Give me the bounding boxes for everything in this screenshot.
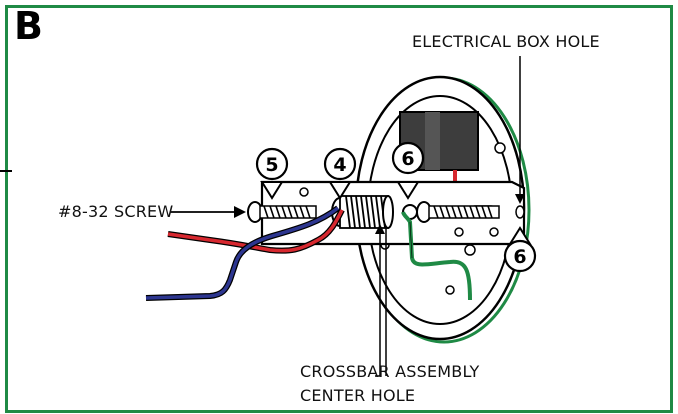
screw-right <box>416 201 500 223</box>
callout-4-pointer <box>328 181 352 200</box>
callout-6a-pointer <box>396 181 420 200</box>
screw-label: #8-32 SCREW <box>58 202 174 221</box>
crossbar-hole-right <box>454 227 464 237</box>
box-interior-dark-2 <box>425 112 440 170</box>
threaded-nipple <box>331 195 394 229</box>
center-hole-leader <box>375 228 381 377</box>
callout-6a-circle <box>391 141 425 175</box>
callout-5-pointer <box>260 181 284 200</box>
box-hole-arrow <box>515 194 525 204</box>
screw-left <box>247 201 317 223</box>
callout-4-circle <box>323 147 357 181</box>
box-hole-top <box>494 142 506 154</box>
box-hole-lower <box>445 285 455 295</box>
crossbar-hole-left <box>299 187 309 197</box>
callout-4-number: 4 <box>333 154 346 176</box>
electrical-box-hole-label: ELECTRICAL BOX HOLE <box>412 32 600 51</box>
callout-5-number: 5 <box>265 154 278 176</box>
electrical-box-hole <box>515 205 525 219</box>
callout-6b-circle <box>503 239 537 273</box>
callout-6b-number: 6 <box>513 246 526 268</box>
panel-frame <box>5 5 673 413</box>
crossbar-label-line2: CENTER HOLE <box>300 386 416 405</box>
panel-letter: B <box>14 4 43 48</box>
crossbar-label-line1: CROSSBAR ASSEMBLY <box>300 362 480 381</box>
green-wire <box>401 211 472 301</box>
crossbar-hole-right-2 <box>489 227 499 237</box>
edge-tick <box>0 170 12 172</box>
green-wire-outline <box>409 221 413 259</box>
box-hole-bottom <box>464 244 476 256</box>
screw-arrow-head <box>234 206 246 218</box>
callout-5-circle <box>255 147 289 181</box>
center-hole-arrow <box>375 224 385 234</box>
callout-6a-number: 6 <box>401 148 414 170</box>
